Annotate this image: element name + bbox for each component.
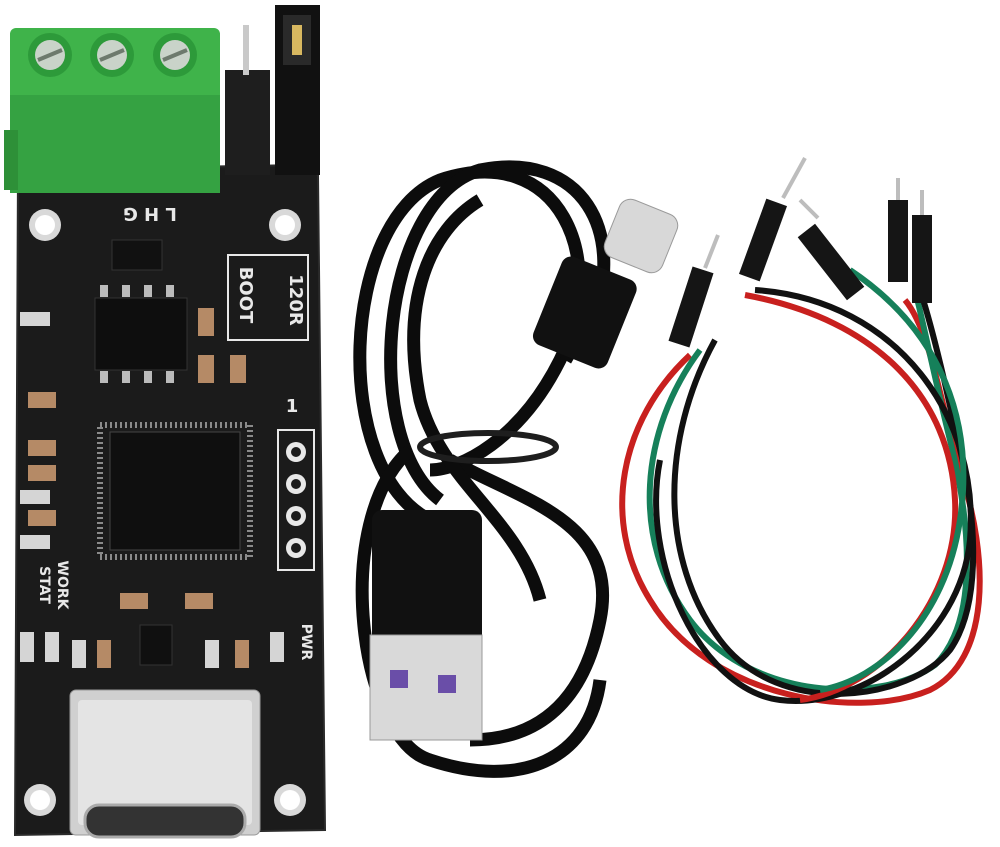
- dupont-connector: [668, 234, 720, 348]
- resistor-label: 120R: [285, 274, 306, 326]
- pwr-label: PWR: [298, 624, 314, 661]
- can-adapter-board: L H G 120R BOOT 1 WORK STAT PWR: [4, 5, 327, 839]
- dupont-connector: [797, 198, 865, 301]
- work-label: WORK: [54, 561, 70, 611]
- dupont-jumper-wires: [619, 157, 983, 706]
- dupont-connector: [888, 178, 908, 282]
- regulator-chip: [111, 239, 163, 271]
- header-pads: [286, 442, 306, 558]
- stat-label: STAT: [36, 566, 52, 604]
- jumper-header: [225, 5, 320, 175]
- transceiver-chip: [94, 285, 188, 383]
- screw-terminal-block: [4, 28, 220, 193]
- usb-c-port: [69, 689, 261, 839]
- usb-a-plug: [369, 510, 483, 741]
- usb-c-plug: [532, 198, 679, 369]
- pin1-label: 1: [286, 396, 299, 417]
- smd-components: [20, 308, 284, 668]
- usb-cable: [353, 160, 679, 778]
- dupont-connector: [912, 190, 932, 303]
- boot-label: BOOT: [235, 267, 256, 324]
- terminal-label: L H G: [123, 203, 177, 224]
- dupont-connector: [738, 157, 807, 282]
- microcontroller-chip: [97, 422, 253, 560]
